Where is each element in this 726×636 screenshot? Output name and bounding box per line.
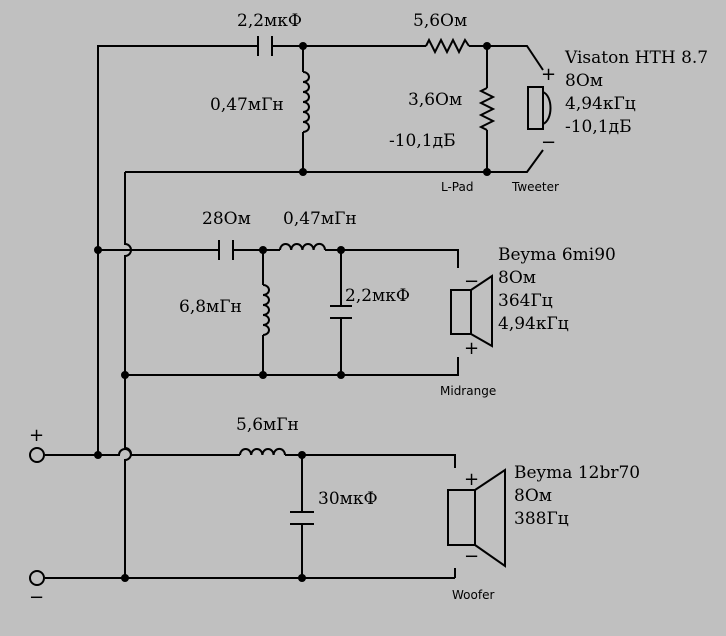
input-minus-sign: − [29,587,44,608]
junction-dot [94,246,102,254]
midrange-shunt-capacitor [330,305,352,319]
input-terminal-plus[interactable] [29,447,45,463]
midrange-series-capacitor [218,240,234,260]
woofer-frequency: 388Гц [514,509,569,529]
midrange-resistor-label: 28Ом [202,209,251,229]
junction-dot [298,451,306,459]
midrange-series-inductor-label: 0,47мГн [283,209,357,229]
midrange-shunt-inductor-label: 6,8мГн [179,297,242,317]
tweeter-polarity-plus: + [541,64,556,85]
tweeter-frequency: 4,94кГц [565,94,636,114]
midrange-model: Beyma 6mi90 [498,245,616,265]
junction-dot [299,42,307,50]
junction-dot [337,371,345,379]
tweeter-attenuation-label: -10,1дБ [389,131,456,151]
junction-dot [483,168,491,176]
junction-dots [94,42,491,582]
tweeter-resistor-shunt [478,87,496,131]
tweeter-series-resistor-label: 5,6Ом [413,11,467,31]
woofer-speaker-symbol [447,468,506,568]
junction-dot [259,246,267,254]
junction-dot [259,371,267,379]
lpad-label: L-Pad [441,180,473,194]
tweeter-speaker-symbol [527,86,552,130]
tweeter-inductor-label: 0,47мГн [210,95,284,115]
junction-dot [483,42,491,50]
woofer-inductor [239,447,286,456]
midrange-label: Midrange [440,384,496,398]
woofer-capacitor [290,511,314,525]
midrange-shunt-inductor [262,284,270,336]
woofer-model: Beyma 12br70 [514,463,640,483]
midrange-speaker-symbol [450,274,493,348]
midrange-polarity-plus: + [464,338,479,359]
tweeter-polarity-minus: − [541,132,556,153]
wires [45,45,544,579]
tweeter-impedance: 8Ом [565,71,603,91]
midrange-polarity-minus: − [464,271,479,292]
tweeter-capacitor-label: 2,2мкФ [237,11,302,31]
woofer-polarity-minus: − [464,546,479,567]
tweeter-capacitor [257,36,273,56]
woofer-impedance: 8Ом [514,486,552,506]
tweeter-model: Visaton HTH 8.7 [564,48,708,68]
midrange-series-inductor [279,242,326,251]
woofer-label: Woofer [452,588,494,602]
tweeter-label: Tweeter [511,180,559,194]
midrange-capacitor-label: 2,2мкФ [345,286,410,306]
input-terminal-minus[interactable] [29,570,45,586]
woofer-capacitor-label: 30мкФ [318,489,378,509]
midrange-freq-high: 4,94кГц [498,314,569,334]
tweeter-shunt-resistor-label: 3,6Ом [408,90,462,110]
tweeter-speaker-attenuation: -10,1дБ [565,117,632,137]
junction-dot [337,246,345,254]
woofer-inductor-label: 5,6мГн [236,415,299,435]
woofer-polarity-plus: + [464,469,479,490]
junction-dot [94,451,102,459]
tweeter-inductor [302,71,310,133]
input-plus-sign: + [29,425,44,446]
junction-dot [121,574,129,582]
junction-dot [299,168,307,176]
junction-dot [121,371,129,379]
tweeter-resistor-series [425,37,470,55]
midrange-freq-low: 364Гц [498,291,553,311]
midrange-impedance: 8Ом [498,268,536,288]
junction-dot [298,574,306,582]
